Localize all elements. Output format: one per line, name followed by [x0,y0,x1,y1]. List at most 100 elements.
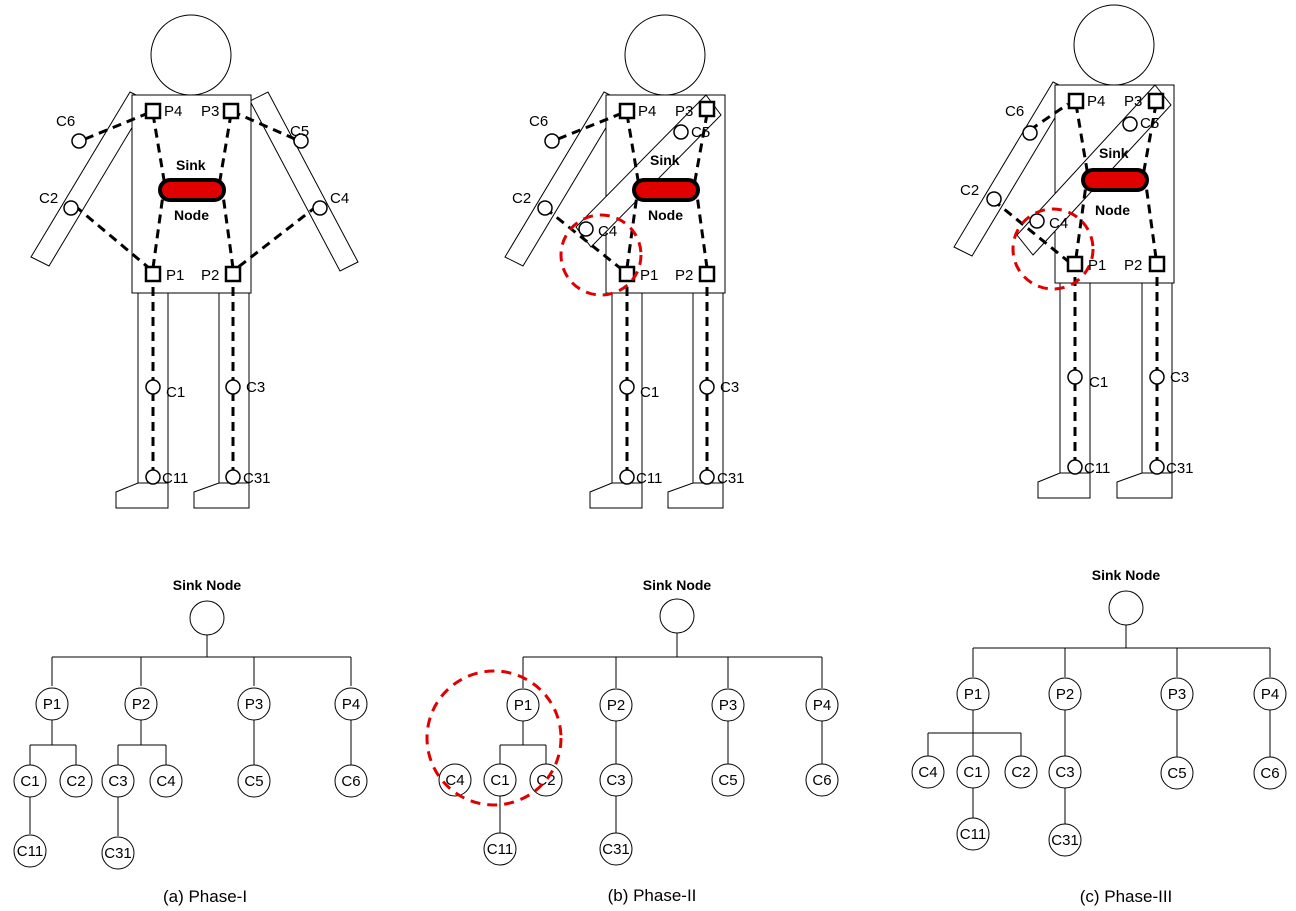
c6-node [544,133,560,149]
left-foot [667,482,724,509]
p2-node [698,265,716,283]
c3-label: C3 [246,379,265,396]
tree-c11: C11 [487,841,513,858]
p1-label: P1 [166,267,184,284]
p4-label: P4 [1087,93,1105,110]
tree-c5: C5 [718,772,737,789]
left-foot [193,482,250,509]
c2-node [986,191,1002,207]
tree-c11: C11 [17,843,43,860]
head [1073,4,1155,86]
c5-label: C5 [1140,115,1159,132]
p3-label: P3 [201,103,219,120]
body-figure-phase-3: Sink Node P4 P3 P1 P2 C6 C5 C2 C4 C1 C3 … [953,4,1194,499]
c4-label: C4 [598,223,617,240]
c6-node [71,133,87,149]
tree-c3: C3 [606,772,625,789]
tree-c3: C3 [1055,764,1074,781]
tree-c6: C6 [341,773,360,790]
c11-node [1067,459,1083,475]
right-foot [1037,472,1091,499]
p2-label: P2 [675,267,693,284]
c3-node [225,379,241,395]
p4-node [144,102,162,120]
tree-p2: P2 [607,697,625,714]
sink-node [1081,168,1149,192]
highlight-circle [1011,207,1095,291]
c31-label: C31 [717,470,745,487]
c11-label: C11 [162,470,188,487]
caption-phase-3: (c) Phase-III [1080,887,1173,906]
highlight-circle [559,213,643,297]
tree-c1: C1 [490,772,509,789]
tree-c5: C5 [244,773,263,790]
tree-p3: P3 [719,697,737,714]
c3-node [699,379,715,395]
p3-node [222,102,240,120]
c3-label: C3 [1170,369,1189,386]
tree-c31: C31 [104,845,132,862]
caption-phase-1: (a) Phase-I [163,887,247,906]
c31-label: C31 [1166,460,1194,477]
tree-p4: P4 [813,697,831,714]
tree-c3: C3 [108,773,127,790]
tree-root-label: Sink Node [173,577,242,593]
c1-node [1067,369,1083,385]
tree-phase-1: Sink Node P1 P2 P3 P4 C1 C2 C3 C4 [13,577,368,906]
tree-p2: P2 [132,696,150,713]
tree-p3: P3 [1168,686,1186,703]
sink-label-bottom: Node [648,207,683,223]
body-figure-phase-1: Sink Node P4 P3 P1 P2 C6 C5 C2 C4 C1 C3 … [30,14,359,509]
c3-node [1149,369,1165,385]
c6-label: C6 [529,113,548,130]
c6-label: C6 [1005,103,1024,120]
p4-node [618,102,636,120]
c5-label: C5 [290,123,309,140]
c2-node [537,200,553,216]
tree-c1: C1 [963,764,982,781]
tree-c1: C1 [20,773,39,790]
c2-label: C2 [960,182,979,199]
p1-node [1066,255,1084,273]
sink-label-bottom: Node [174,207,209,223]
c11-node [145,469,161,485]
tree-p3: P3 [245,696,263,713]
c31-node [225,469,241,485]
c1-node [619,379,635,395]
c2-label: C2 [39,190,58,207]
p4-node [1067,92,1085,110]
tree-c11: C11 [960,826,986,843]
tree-c2: C2 [1011,764,1030,781]
c5-node [673,124,689,140]
c11-label: C11 [1084,460,1110,477]
tree-c31: C31 [1051,832,1079,849]
tree-phase-3: Sink Node P1 P2 P3 P4 C4 C1 C2 C3 C5 C6 [911,567,1287,906]
tree-c5: C5 [1167,765,1186,782]
tree-root-node [189,600,225,636]
c4-label: C4 [330,190,349,207]
c5-node [1122,116,1138,132]
tree-p2: P2 [1056,686,1074,703]
tree-root-node [1108,590,1144,626]
p2-label: P2 [201,267,219,284]
c31-node [1149,459,1165,475]
tree-p4: P4 [1261,686,1279,703]
c1-label: C1 [166,384,185,401]
c1-label: C1 [640,384,659,401]
c2-label: C2 [512,190,531,207]
p3-node [1147,92,1165,110]
sink-label-bottom: Node [1095,202,1130,218]
c4-node [312,200,328,216]
p3-label: P3 [675,103,693,120]
p4-label: P4 [638,103,656,120]
sink-label-top: Sink [1099,145,1129,161]
sink-label-top: Sink [176,157,206,173]
c4-node [1029,213,1045,229]
left-foot [1116,472,1173,499]
c2-node [63,200,79,216]
c6-node [1022,125,1038,141]
right-foot [115,482,169,509]
c11-node [619,469,635,485]
p3-node [698,100,716,118]
c1-node [145,379,161,395]
